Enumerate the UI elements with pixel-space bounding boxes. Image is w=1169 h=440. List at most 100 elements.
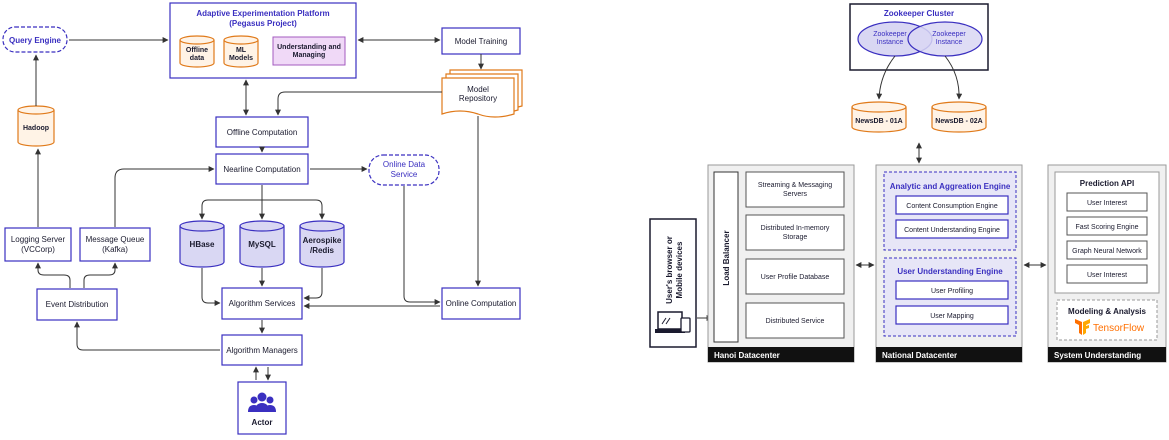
model-repository: Model Repository <box>441 69 523 118</box>
message-queue: Message Queue (Kafka) <box>79 227 151 262</box>
svg-text:User Mapping: User Mapping <box>930 313 974 320</box>
svg-text:Understanding and: Understanding and <box>277 44 341 51</box>
edge-nearline-aerospike <box>262 199 325 220</box>
svg-text:Mobile devices: Mobile devices <box>675 241 684 298</box>
edge-hbase-services <box>201 268 221 306</box>
svg-text:Storage: Storage <box>783 234 808 241</box>
svg-text:Offline Computation: Offline Computation <box>227 128 298 137</box>
svg-text:ML: ML <box>236 47 247 54</box>
edge-aerospike-services <box>303 268 323 301</box>
svg-text:Analytic and Aggreation Engine: Analytic and Aggreation Engine <box>890 182 1011 191</box>
svg-text:Hanoi Datacenter: Hanoi Datacenter <box>714 351 780 360</box>
svg-text:Logging Server: Logging Server <box>11 235 66 244</box>
edge-ods-online <box>403 186 441 305</box>
svg-text:User Profiling: User Profiling <box>931 288 973 295</box>
svg-text:User Interest: User Interest <box>1087 272 1127 279</box>
edge-zk-newsdb-a <box>876 55 896 100</box>
svg-text:User Understanding Engine: User Understanding Engine <box>897 267 1003 276</box>
svg-text:Aerospike: Aerospike <box>303 236 342 245</box>
offline-data-store: Offline data <box>179 35 215 68</box>
edge-event-logging <box>35 262 71 288</box>
svg-text:Model: Model <box>467 85 489 94</box>
svg-text:Model Training: Model Training <box>455 37 507 46</box>
svg-text:(Kafka): (Kafka) <box>102 245 128 254</box>
svg-text:User Interest: User Interest <box>1087 200 1127 207</box>
logging-server: Logging Server (VCCorp) <box>4 227 72 262</box>
svg-text:Hadoop: Hadoop <box>23 125 49 132</box>
edge-managers-event <box>74 321 220 351</box>
edge-zk-newsdb-b <box>944 55 963 100</box>
svg-text:Offline: Offline <box>186 47 208 54</box>
hanoi-datacenter: Hanoi Datacenter Load Balancer Streaming… <box>707 164 855 363</box>
query-engine: Query Engine <box>2 26 68 53</box>
users-icon <box>248 392 276 412</box>
svg-text:Graph Neural Network: Graph Neural Network <box>1072 248 1142 255</box>
newsdb-01a: NewsDB - 01A <box>851 101 907 133</box>
svg-text:HBase: HBase <box>190 240 215 249</box>
national-datacenter: National Datacenter Analytic and Aggreat… <box>875 164 1023 363</box>
algorithm-services: Algorithm Services <box>221 287 303 320</box>
nearline-computation: Nearline Computation <box>215 153 309 185</box>
svg-text:MySQL: MySQL <box>248 240 276 249</box>
platform-title: Adaptive Experimentation Platform <box>196 9 329 18</box>
svg-text:Repository: Repository <box>459 94 497 103</box>
svg-text:Instance: Instance <box>936 39 963 46</box>
event-distribution: Event Distribution <box>36 288 118 321</box>
mysql-store: MySQL <box>239 220 285 268</box>
svg-text:Prediction API: Prediction API <box>1080 179 1134 188</box>
model-training: Model Training <box>441 27 521 55</box>
svg-text:National Datacenter: National Datacenter <box>882 351 957 360</box>
svg-text:/Redis: /Redis <box>310 246 335 255</box>
modeling-analysis: Modeling & Analysis TensorFlow <box>1056 299 1158 341</box>
svg-text:Distributed Service: Distributed Service <box>766 318 825 325</box>
hanoi-service-list: Streaming & Messaging Servers Distribute… <box>745 171 845 339</box>
svg-text:Service: Service <box>391 170 418 179</box>
svg-text:NewsDB - 02A: NewsDB - 02A <box>935 118 982 125</box>
user-devices: User's browser or Mobile devices <box>649 218 697 348</box>
svg-text:Query Engine: Query Engine <box>9 36 62 45</box>
svg-text:Nearline Computation: Nearline Computation <box>223 165 300 174</box>
svg-text:Distributed In-memory: Distributed In-memory <box>761 225 830 232</box>
edge-event-mq <box>83 262 118 288</box>
edge-mq-to-nearline <box>114 166 215 227</box>
svg-text:Online Data: Online Data <box>383 160 426 169</box>
svg-text:Servers: Servers <box>783 191 808 198</box>
online-computation: Online Computation <box>441 287 521 320</box>
zookeeper-cluster: Zookeeper Cluster Zookeeper Instance Zoo… <box>849 3 989 71</box>
svg-text:Zookeeper Cluster: Zookeeper Cluster <box>884 9 954 18</box>
svg-text:Event Distribution: Event Distribution <box>46 300 109 309</box>
svg-text:Content Consumption Engine: Content Consumption Engine <box>906 203 998 210</box>
svg-text:TensorFlow: TensorFlow <box>1093 323 1145 334</box>
svg-text:User's browser or: User's browser or <box>665 236 674 304</box>
svg-text:System Understanding: System Understanding <box>1054 351 1141 360</box>
prediction-api: Prediction API User Interest Fast Scorin… <box>1054 171 1160 294</box>
svg-text:Load Balancer: Load Balancer <box>722 230 731 285</box>
svg-text:NewsDB - 01A: NewsDB - 01A <box>855 118 902 125</box>
analytic-engine: Analytic and Aggreation Engine Content C… <box>883 171 1017 251</box>
edge-repo-to-offline <box>275 91 442 116</box>
svg-text:Streaming & Messaging: Streaming & Messaging <box>758 182 832 189</box>
offline-computation: Offline Computation <box>215 116 309 148</box>
svg-text:data: data <box>190 55 205 62</box>
svg-text:Actor: Actor <box>252 418 273 427</box>
hadoop-store: Hadoop <box>17 105 55 147</box>
svg-text:Models: Models <box>229 55 253 62</box>
actor: Actor <box>237 381 287 435</box>
user-understanding-engine: User Understanding Engine User Profiling… <box>883 257 1017 337</box>
understanding-managing-box: Understanding and Managing <box>272 36 346 66</box>
svg-text:Managing: Managing <box>293 52 326 59</box>
devices-icon <box>655 311 691 333</box>
hbase-store: HBase <box>179 220 225 268</box>
svg-text:Zookeeper: Zookeeper <box>932 31 966 38</box>
aerospike-store: Aerospike /Redis <box>299 220 345 268</box>
edge-nearline-hbase <box>202 185 263 219</box>
tensorflow-logo: TensorFlow <box>1075 319 1145 335</box>
svg-text:User Profile Database: User Profile Database <box>761 274 830 281</box>
experimentation-platform: Adaptive Experimentation Platform (Pegas… <box>169 2 357 79</box>
svg-text:Algorithm Managers: Algorithm Managers <box>226 346 298 355</box>
system-understanding: System Understanding Prediction API User… <box>1047 164 1167 363</box>
svg-text:Algorithm Services: Algorithm Services <box>229 299 296 308</box>
ml-models-store: ML Models <box>223 35 259 68</box>
svg-text:Modeling & Analysis: Modeling & Analysis <box>1068 307 1146 316</box>
svg-text:Fast Scoring Engine: Fast Scoring Engine <box>1075 224 1138 231</box>
